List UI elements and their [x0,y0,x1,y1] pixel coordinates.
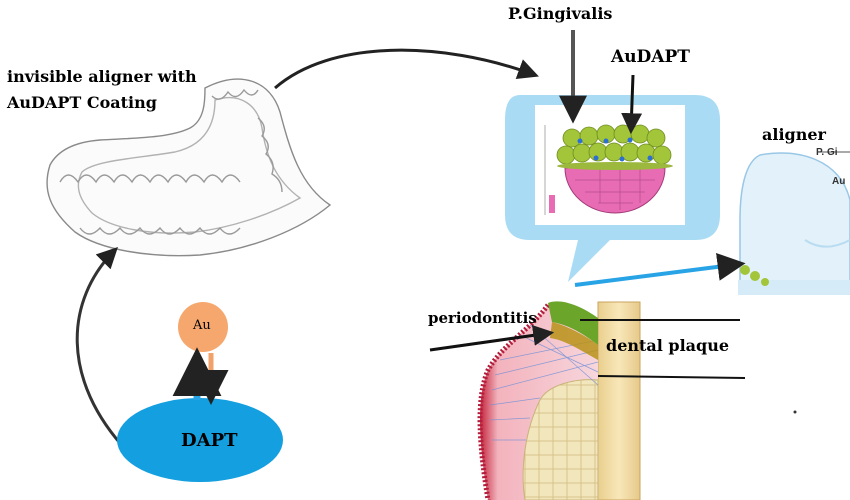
aligner-to-callout-arrow [274,48,539,90]
au-label: Au [193,318,211,333]
aligner-inset-label: aligner [762,125,826,144]
aligner-inset [734,150,850,295]
au-particle [178,302,228,352]
periodontal-section [477,301,641,500]
inset-fragment-label-2: Au [832,176,846,187]
aligner-label-line2: AuDAPT Coating [7,93,157,112]
inset-fragment-label-1: P. Gi [816,147,838,158]
biofilm-schematic [544,124,673,215]
aligner-illustration [46,78,332,257]
dapt-to-aligner-arrow [75,247,130,454]
audapt-label: AuDAPT [611,47,690,67]
dapt-label: DAPT [181,430,238,451]
dapt-ellipse [117,398,283,482]
periodontitis-label: periodontitis [428,309,537,327]
pathogen-label: P.Gingivalis [508,4,613,23]
dental-plaque-label: dental plaque [606,336,730,355]
callout-to-inset-arrow [574,252,746,287]
plaque-line-bottom [597,375,746,379]
aligner-label-line1: invisible aligner with [7,67,197,86]
periodontitis-arrow [429,324,555,352]
audapt-arrow [621,74,643,135]
